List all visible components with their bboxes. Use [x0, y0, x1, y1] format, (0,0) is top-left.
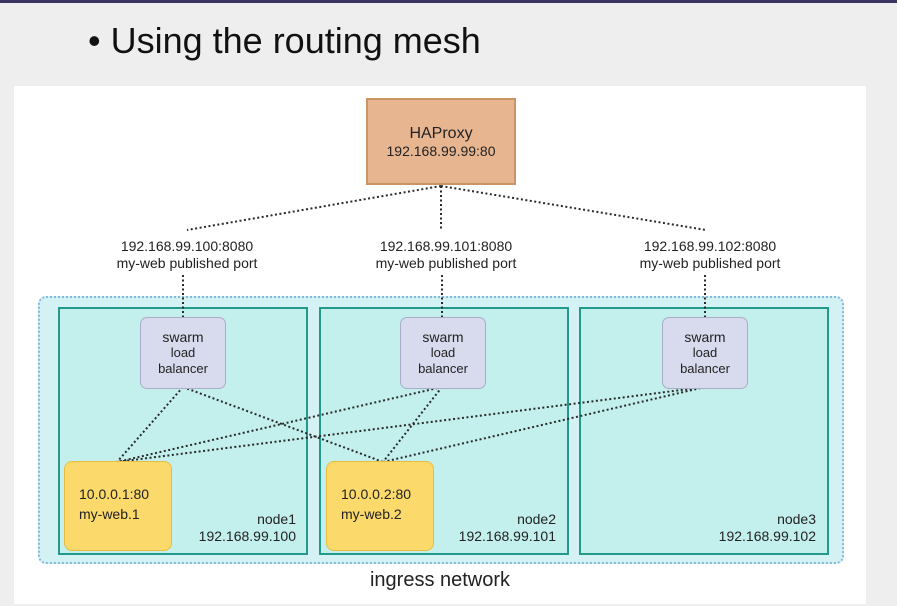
published-port-2-label: my-web published port [375, 255, 517, 271]
task-my-web-1: 10.0.0.1:80 my-web.1 [64, 461, 172, 551]
node3-ip: 192.168.99.102 [718, 528, 816, 544]
node2-label: node2 192.168.99.101 [428, 511, 556, 545]
task-my-web-2: 10.0.0.2:80 my-web.2 [326, 461, 434, 551]
node3-label: node3 192.168.99.102 [688, 511, 816, 545]
node1-name: node1 [257, 511, 296, 527]
swarm-load-balancer-node1: swarm load balancer [140, 317, 226, 389]
published-port-1-label: my-web published port [116, 255, 258, 271]
slide-title: •Using the routing mesh [88, 20, 481, 62]
lb1-line1: swarm [162, 329, 204, 345]
haproxy-to-port3-line [440, 185, 707, 231]
haproxy-box: HAProxy 192.168.99.99:80 [366, 98, 516, 185]
node3-box [579, 307, 829, 555]
swarm-load-balancer-node3: swarm load balancer [662, 317, 748, 389]
task2-name: my-web.2 [341, 506, 402, 522]
swarm-load-balancer-node2: swarm load balancer [400, 317, 486, 389]
haproxy-name: HAProxy [409, 124, 473, 142]
lb3-line1: swarm [684, 329, 726, 345]
published-port-3-label: my-web published port [639, 255, 781, 271]
task1-address: 10.0.0.1:80 [79, 486, 150, 502]
lb2-line2: load [430, 345, 456, 360]
node1-label: node1 192.168.99.100 [168, 511, 296, 545]
lb3-line3: balancer [680, 361, 730, 376]
haproxy-to-port1-line [186, 185, 442, 231]
node3-name: node3 [777, 511, 816, 527]
published-port-1-address: 192.168.99.100:8080 [120, 238, 254, 254]
node2-name: node2 [517, 511, 556, 527]
lb2-to-task1-line [116, 386, 443, 463]
lb3-to-task1-line [116, 386, 706, 463]
lb1-line2: load [170, 345, 196, 360]
ingress-network-label: ingress network [369, 569, 511, 591]
published-port-2-address: 192.168.99.101:8080 [379, 238, 513, 254]
published-port-2: 192.168.99.101:8080 my-web published por… [346, 238, 546, 272]
slide-top-rule [0, 0, 897, 3]
lb2-line1: swarm [422, 329, 464, 345]
lb2-line3: balancer [418, 361, 468, 376]
node2-ip: 192.168.99.101 [458, 528, 556, 544]
task1-name: my-web.1 [79, 506, 140, 522]
published-port-3: 192.168.99.102:8080 my-web published por… [610, 238, 810, 272]
lb1-to-task1-line [116, 386, 184, 463]
node1-ip: 192.168.99.100 [198, 528, 296, 544]
title-bullet: • [88, 20, 101, 61]
published-port-1: 192.168.99.100:8080 my-web published por… [87, 238, 287, 272]
title-text: Using the routing mesh [110, 20, 481, 61]
published-port-3-address: 192.168.99.102:8080 [643, 238, 777, 254]
haproxy-address: 192.168.99.99:80 [386, 142, 496, 159]
lb1-line3: balancer [158, 361, 208, 376]
lb3-to-task2-line [382, 386, 706, 463]
lb3-line2: load [692, 345, 718, 360]
task2-address: 10.0.0.2:80 [341, 486, 412, 502]
